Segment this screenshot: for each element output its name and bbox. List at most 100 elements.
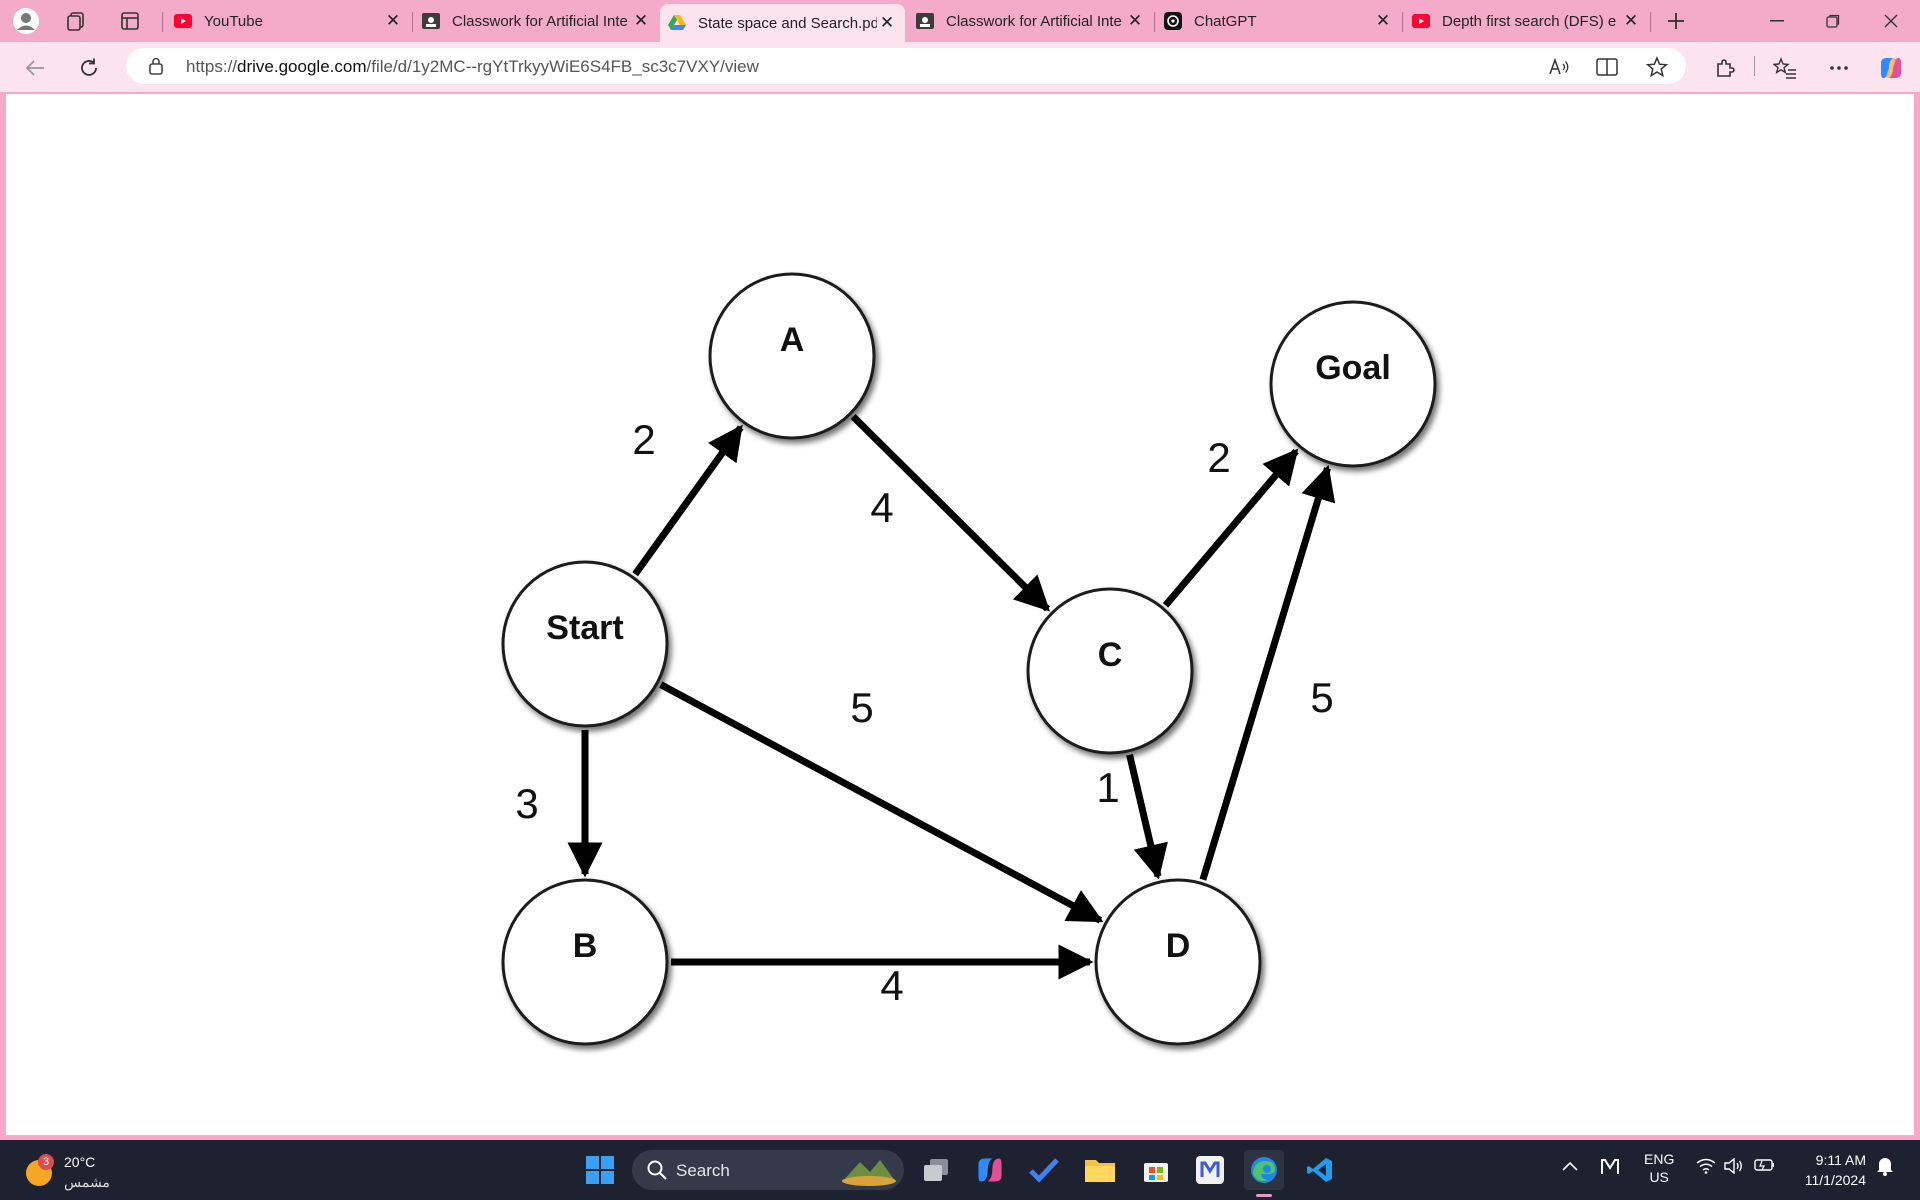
vertical-tabs-icon[interactable] xyxy=(116,7,144,35)
close-icon[interactable]: ✕ xyxy=(1623,11,1639,30)
node-b: B xyxy=(501,878,669,1046)
copilot-icon[interactable] xyxy=(1876,53,1906,83)
temperature: 20°C xyxy=(64,1154,96,1170)
node-circle xyxy=(501,878,669,1046)
new-tab-icon[interactable] xyxy=(1662,7,1690,35)
edge-weight-d-goal: 5 xyxy=(1310,674,1333,721)
profile-icon[interactable] xyxy=(12,7,40,35)
notification-bell-icon[interactable] xyxy=(1876,1156,1894,1179)
close-icon[interactable]: ✕ xyxy=(879,13,895,32)
search-label: Search xyxy=(676,1161,730,1180)
active-app-indicator xyxy=(1256,1194,1272,1197)
edge-start-d xyxy=(659,681,1104,924)
edge-weight-b-d: 4 xyxy=(880,962,903,1009)
node-start: Start xyxy=(501,560,669,728)
close-icon[interactable]: ✕ xyxy=(633,11,649,30)
battery-icon[interactable] xyxy=(1754,1158,1776,1175)
tab-classwork-1[interactable]: Classwork for Artificial Inte ✕ xyxy=(414,4,659,38)
node-c: C xyxy=(1026,587,1194,755)
volume-icon[interactable] xyxy=(1724,1157,1744,1177)
clock[interactable]: 9:11 AM 11/1/2024 xyxy=(1796,1150,1866,1190)
workspaces-icon[interactable] xyxy=(62,7,90,35)
tab-title: State space and Search.pd xyxy=(698,14,877,32)
app-m-icon[interactable] xyxy=(1190,1150,1230,1190)
node-circle xyxy=(708,272,876,440)
edge-c-d xyxy=(1126,753,1168,880)
node-label: Goal xyxy=(1315,349,1391,387)
node-a: A xyxy=(708,272,876,440)
wifi-icon[interactable] xyxy=(1696,1158,1716,1177)
refresh-icon[interactable] xyxy=(74,53,104,83)
taskbar: 3 20°C مشمس Search ENG xyxy=(0,1140,1920,1200)
more-menu-icon[interactable] xyxy=(1824,53,1854,83)
file-explorer-icon[interactable] xyxy=(1080,1150,1120,1190)
immersive-reader-icon[interactable] xyxy=(1594,54,1620,80)
node-circle xyxy=(1026,587,1194,755)
tab-state-space-pdf[interactable]: State space and Search.pd ✕ xyxy=(660,4,905,42)
node-circle xyxy=(501,560,669,728)
node-goal: Goal xyxy=(1269,300,1437,468)
weather-widget[interactable]: 3 20°C مشمس xyxy=(24,1152,134,1192)
google-drive-icon xyxy=(668,14,686,32)
node-label: Start xyxy=(546,609,623,647)
tab-strip: YouTube ✕ Classwork for Artificial Inte … xyxy=(0,0,1920,42)
copilot-taskbar-icon[interactable] xyxy=(970,1150,1010,1190)
show-hidden-icons[interactable] xyxy=(1562,1158,1578,1174)
search-highlight-icon xyxy=(840,1154,898,1191)
read-aloud-icon[interactable] xyxy=(1546,54,1572,80)
youtube-icon xyxy=(174,12,192,30)
favorites-icon[interactable] xyxy=(1770,53,1800,83)
youtube-icon xyxy=(1412,12,1430,30)
node-circle xyxy=(1269,300,1437,468)
app-tray-icon[interactable] xyxy=(1600,1158,1620,1179)
restore-icon[interactable] xyxy=(1818,8,1848,34)
edge-d-goal xyxy=(1199,464,1336,881)
tab-title: YouTube xyxy=(204,12,263,30)
edge-weight-a-c: 4 xyxy=(870,484,893,531)
close-icon[interactable]: ✕ xyxy=(385,11,401,30)
microsoft-store-icon[interactable] xyxy=(1136,1150,1176,1190)
taskbar-search[interactable]: Search xyxy=(632,1150,904,1190)
favorite-star-icon[interactable] xyxy=(1644,54,1670,80)
windows-start-icon[interactable] xyxy=(580,1150,620,1190)
tab-dfs-youtube[interactable]: Depth first search (DFS) e ✕ xyxy=(1404,4,1649,38)
region-code: US xyxy=(1649,1169,1669,1185)
tab-youtube[interactable]: YouTube ✕ xyxy=(166,4,411,38)
tab-chatgpt[interactable]: ChatGPT ✕ xyxy=(1156,4,1401,38)
clock-date: 11/1/2024 xyxy=(1804,1172,1866,1188)
tab-title: Depth first search (DFS) e xyxy=(1442,12,1617,30)
extensions-icon[interactable] xyxy=(1710,53,1740,83)
clock-time: 9:11 AM xyxy=(1815,1152,1866,1168)
vscode-icon[interactable] xyxy=(1300,1150,1340,1190)
edge-weight-c-goal: 2 xyxy=(1207,434,1230,481)
node-label: C xyxy=(1098,636,1123,674)
task-view-icon[interactable] xyxy=(916,1150,956,1190)
tab-classwork-2[interactable]: Classwork for Artificial Inte ✕ xyxy=(908,4,1153,38)
node-circle xyxy=(1094,878,1262,1046)
classroom-icon xyxy=(916,12,934,30)
edge-taskbar-icon[interactable] xyxy=(1244,1150,1284,1190)
back-icon[interactable] xyxy=(20,53,50,83)
address-bar-row: https://drive.google.com/file/d/1y2MC--r… xyxy=(0,42,1920,92)
weather-condition: مشمس xyxy=(64,1174,110,1190)
minimize-icon[interactable] xyxy=(1762,8,1792,34)
edge-weight-start-a: 2 xyxy=(632,416,655,463)
window-close-icon[interactable] xyxy=(1876,8,1906,34)
language-indicator[interactable]: ENG US xyxy=(1644,1150,1674,1186)
address-bar[interactable]: https://drive.google.com/file/d/1y2MC--r… xyxy=(126,48,1686,84)
close-icon[interactable]: ✕ xyxy=(1127,11,1143,30)
weather-badge: 3 xyxy=(38,1154,54,1170)
tab-title: Classwork for Artificial Inte xyxy=(946,12,1122,30)
tab-title: Classwork for Artificial Inte xyxy=(452,12,628,30)
node-label: A xyxy=(780,321,805,359)
todo-icon[interactable] xyxy=(1024,1150,1064,1190)
lock-icon[interactable] xyxy=(148,57,164,80)
close-icon[interactable]: ✕ xyxy=(1375,11,1391,30)
edge-weight-start-b: 3 xyxy=(515,780,538,827)
edge-start-a xyxy=(632,424,744,577)
lang-code: ENG xyxy=(1644,1151,1675,1167)
classroom-icon xyxy=(422,12,440,30)
node-d: D xyxy=(1094,878,1262,1046)
